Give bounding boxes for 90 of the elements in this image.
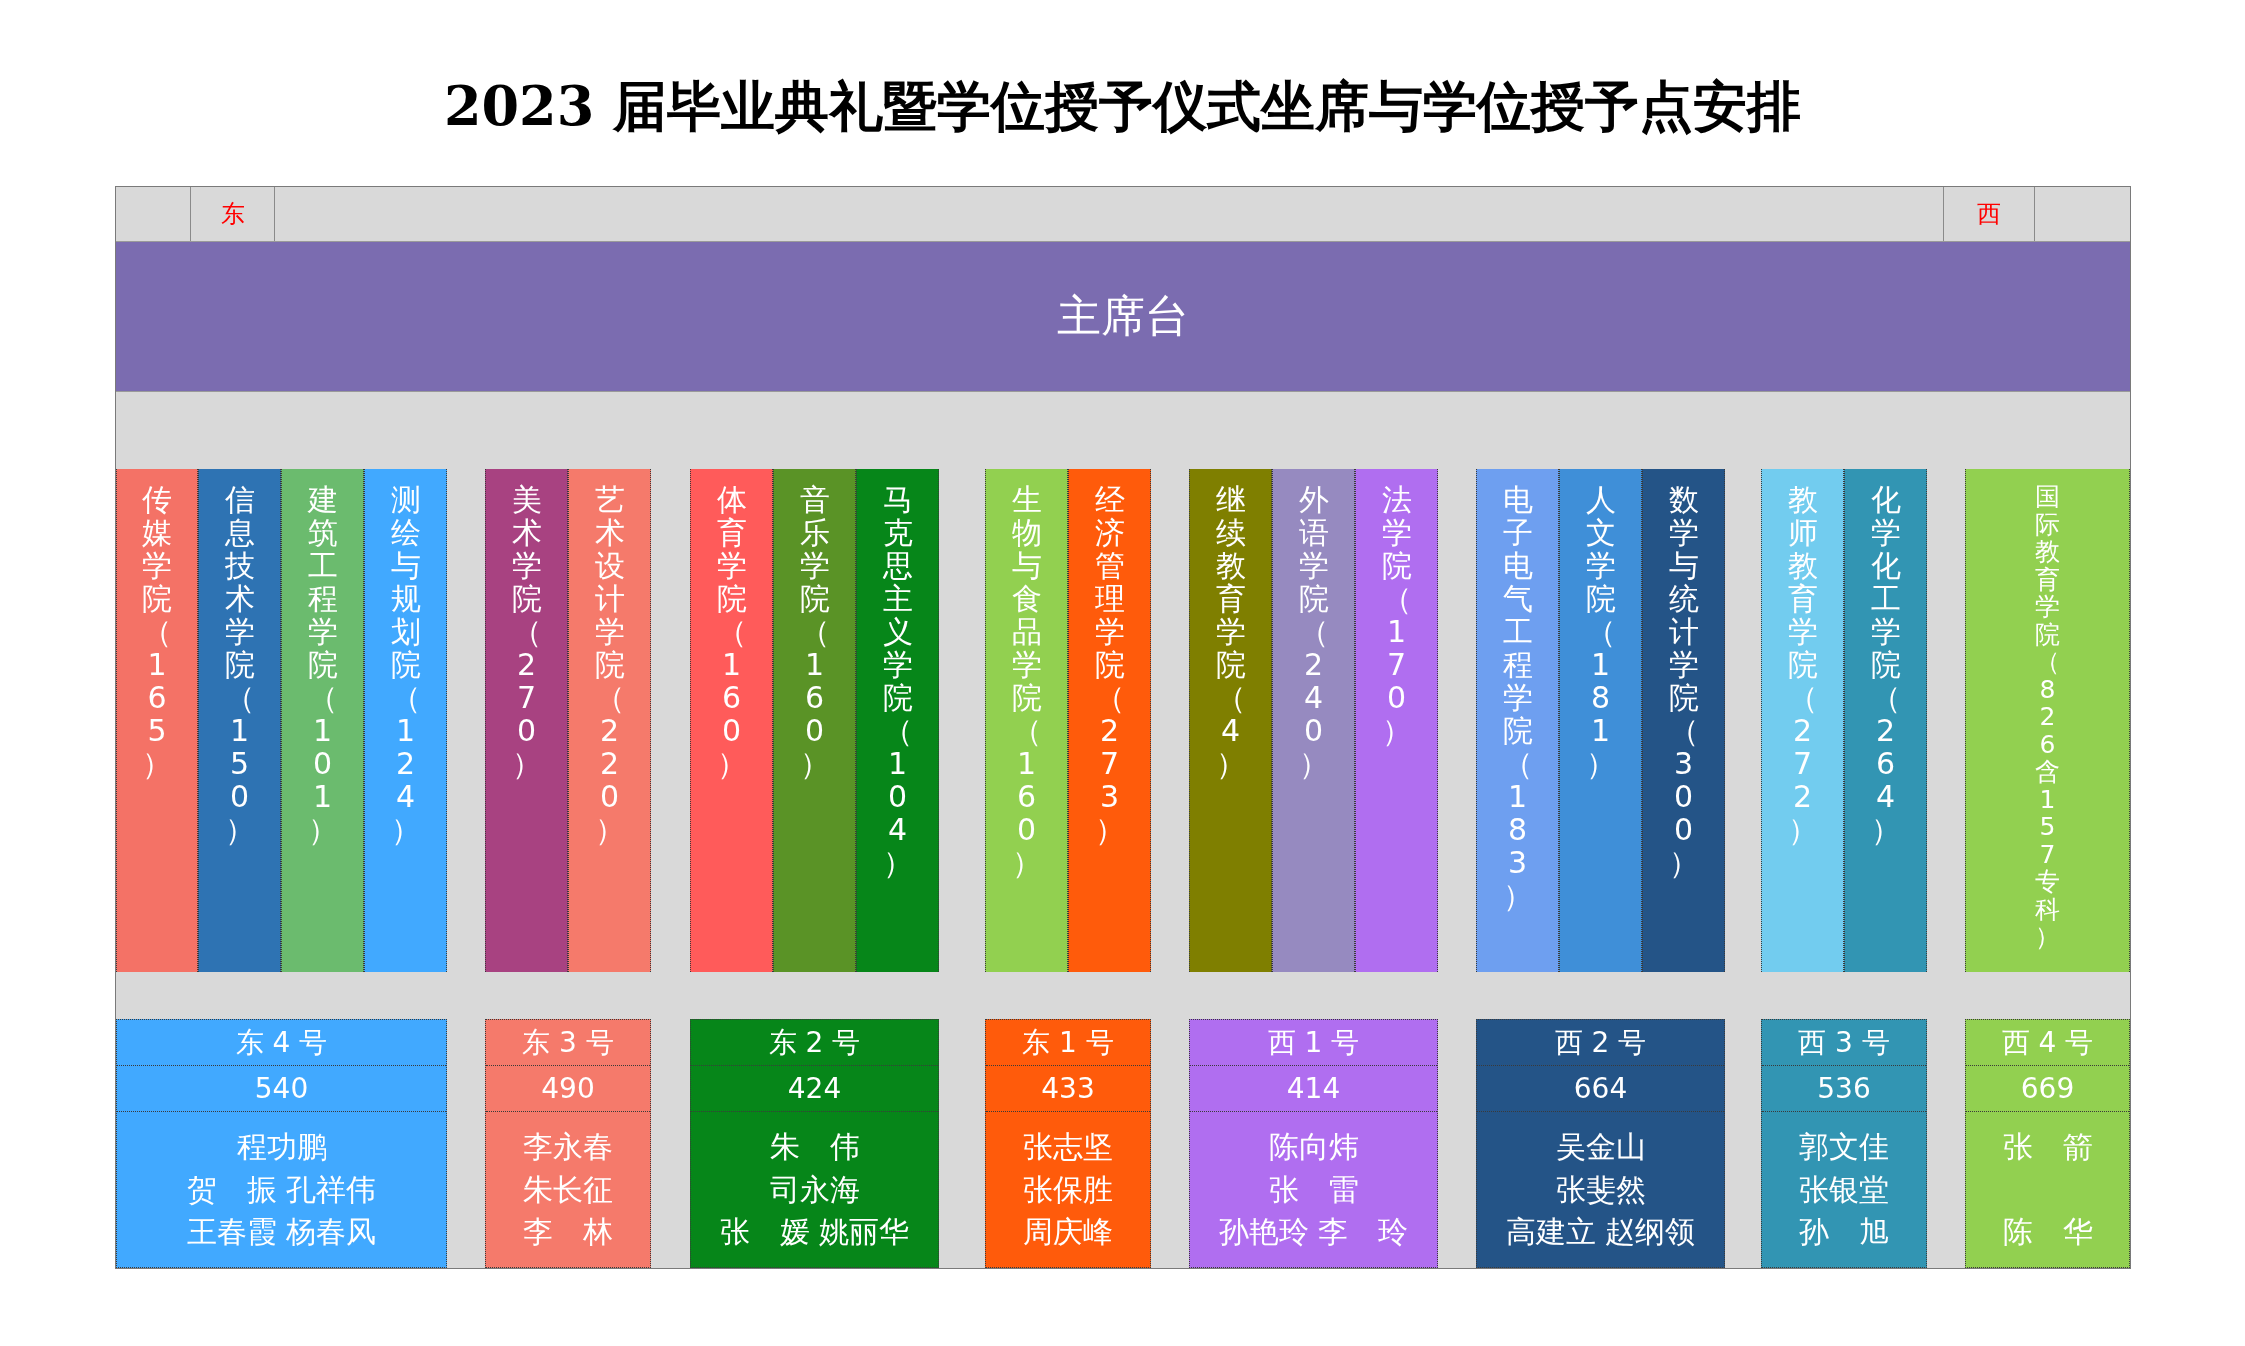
college-column	[1272, 469, 1355, 972]
college-column	[568, 469, 651, 972]
seat-zone-panel	[1965, 1019, 2130, 1268]
college-column	[773, 469, 856, 972]
college-name: 音乐学院（160）	[799, 483, 830, 780]
presenter-names: 王春霞 杨春风	[185, 1213, 378, 1251]
college-column	[281, 469, 364, 972]
college-name: 测绘与规划院（124）	[390, 483, 421, 846]
college-column	[198, 469, 281, 972]
college-name: 生物与食品学院（160）	[1011, 483, 1042, 879]
zone-name: 东 1 号	[986, 1020, 1150, 1066]
zone-name: 西 2 号	[1477, 1020, 1724, 1066]
seat-zone-panel	[1476, 1019, 1725, 1268]
seat-zone-panel	[985, 1019, 1151, 1268]
presenter-names: 张斐然	[1554, 1170, 1647, 1209]
graduate-count: 490	[486, 1066, 650, 1112]
presenter-names: 朱 伟	[768, 1128, 861, 1166]
page-title: 2023 届毕业典礼暨学位授予仪式坐席与学位授予点安排	[442, 73, 1803, 140]
college-name: 人文学院（181）	[1585, 483, 1616, 780]
zone-name: 西 4 号	[1966, 1020, 2129, 1066]
presenter-names: 高建立 赵纲领	[1504, 1213, 1697, 1251]
college-column	[116, 469, 198, 972]
college-name: 数学与统计学院（300）	[1668, 483, 1699, 879]
presenter-names: 张保胜	[1022, 1170, 1114, 1209]
graduate-count: 540	[117, 1066, 446, 1112]
college-name: 国际教育学院（826含157专科）	[2035, 483, 2060, 951]
zone-name: 东 3 号	[486, 1020, 650, 1066]
seat-zone-panel	[1761, 1019, 1927, 1268]
zone-name: 东 4 号	[117, 1020, 446, 1066]
college-column	[1189, 469, 1272, 972]
presenter-names: 孙 旭	[1798, 1213, 1890, 1251]
college-column	[1355, 469, 1438, 972]
presenter-names: 郭文佳	[1798, 1128, 1890, 1166]
college-column	[1068, 469, 1151, 972]
presenter-names: 张 雷	[1267, 1170, 1360, 1209]
zone-name: 西 3 号	[1762, 1020, 1926, 1066]
seat-zone-panel	[690, 1019, 939, 1268]
presenter-names: 贺 振 孔祥伟	[185, 1170, 378, 1209]
college-name: 外语学院（240）	[1298, 483, 1329, 780]
college-column	[690, 469, 773, 972]
presenter-names: 李 林	[522, 1213, 614, 1251]
zone-name: 东 2 号	[691, 1020, 938, 1066]
presenter-names: 程功鹏	[235, 1128, 328, 1166]
presenter-names: 陈 华	[2001, 1213, 2094, 1251]
presenter-names: 张志坚	[1022, 1128, 1114, 1166]
rostrum-band	[116, 241, 2130, 392]
college-column	[364, 469, 447, 972]
graduate-count: 414	[1190, 1066, 1437, 1112]
college-name: 美术学院（270）	[511, 483, 542, 780]
presenter-names: 孙艳玲 李 玲	[1217, 1213, 1410, 1251]
presenter-names: 张银堂	[1798, 1170, 1890, 1209]
college-column	[1559, 469, 1642, 972]
college-name: 信息技术学院（150）	[224, 483, 255, 846]
presenter-names: 张 媛 姚丽华	[718, 1213, 911, 1251]
presenter-names: 周庆峰	[1022, 1213, 1114, 1251]
college-name: 化学化工学院（264）	[1870, 483, 1901, 846]
college-name: 教师教育学院（272）	[1787, 483, 1818, 846]
college-name: 电子电气工程学院（183）	[1502, 483, 1533, 912]
graduate-count: 424	[691, 1066, 938, 1112]
graduate-count: 536	[1762, 1066, 1926, 1112]
college-column	[1642, 469, 1725, 972]
seat-zone-panel	[116, 1019, 447, 1268]
college-name: 传媒学院（165）	[142, 483, 172, 780]
college-name: 体育学院（160）	[716, 483, 747, 780]
college-column	[1965, 469, 2130, 972]
graduate-count: 433	[986, 1066, 1150, 1112]
college-column	[985, 469, 1068, 972]
presenter-names: 李永春	[522, 1128, 614, 1166]
presenter-names: 张 箭	[2001, 1128, 2094, 1166]
graduate-count: 664	[1477, 1066, 1724, 1112]
presenter-names: 朱长征	[522, 1170, 614, 1209]
college-column	[856, 469, 939, 972]
college-name: 建筑工程学院（101）	[307, 483, 338, 846]
graduate-count: 669	[1966, 1066, 2129, 1112]
college-name: 法学院（170）	[1381, 483, 1412, 747]
college-column	[1761, 469, 1844, 972]
college-name: 经济管理学院（273）	[1094, 483, 1125, 846]
seat-zone-panel	[485, 1019, 651, 1268]
college-name: 艺术设计学院（220）	[594, 483, 625, 846]
seat-zone-panel	[1189, 1019, 1438, 1268]
rostrum-label: 主席台	[1057, 290, 1189, 343]
presenter-names: 吴金山	[1554, 1128, 1647, 1166]
college-name: 马克思主义学院（104）	[882, 483, 913, 879]
zone-name: 西 1 号	[1190, 1020, 1437, 1066]
presenter-names: 陈向炜	[1267, 1128, 1360, 1166]
college-name: 继续教育学院（4）	[1215, 483, 1246, 780]
college-column	[485, 469, 568, 972]
college-column	[1476, 469, 1559, 972]
presenter-names: 司永海	[768, 1170, 861, 1209]
college-column	[1844, 469, 1927, 972]
